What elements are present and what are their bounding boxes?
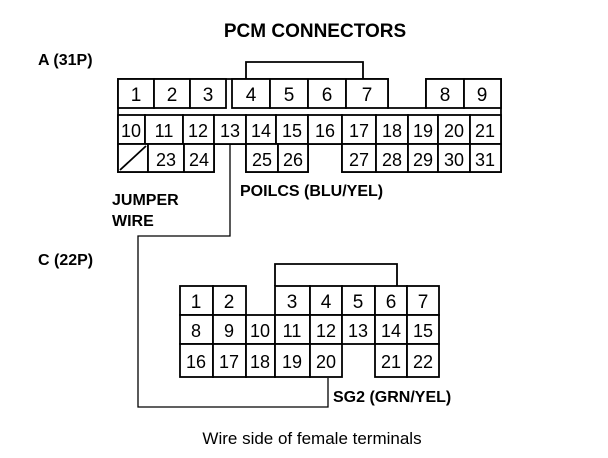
connector-a-cell-24 bbox=[183, 143, 215, 173]
connector-c-pin-3: 3 bbox=[287, 292, 298, 313]
connector-c-cell-12 bbox=[309, 314, 343, 345]
jumper-wire-label-line2: WIRE bbox=[112, 213, 154, 230]
connector-a-pin-25: 25 bbox=[252, 150, 272, 170]
connector-a-label: A (31P) bbox=[38, 52, 93, 69]
connector-c-pin-22: 22 bbox=[413, 352, 433, 372]
connector-a-row-2: 10 11 12 13 14 15 16 17 18 19 20 21 bbox=[117, 114, 502, 145]
connector-a-row-3: 23 24 25 26 27 28 29 30 31 bbox=[117, 143, 502, 173]
connector-a-pin-3: 3 bbox=[203, 85, 214, 106]
connector-c-row-1: 1 2 3 4 5 6 7 bbox=[179, 285, 440, 316]
connector-a-cell-30 bbox=[437, 143, 471, 173]
connector-a-cell-9 bbox=[463, 78, 502, 109]
connector-c-pin-11: 11 bbox=[283, 321, 302, 341]
connector-a-pin-27: 27 bbox=[349, 150, 369, 170]
connector-a-pin-23: 23 bbox=[156, 150, 176, 170]
connector-c-row-3: 16 17 18 19 20 21 22 bbox=[179, 343, 440, 378]
diagram-caption: Wire side of female terminals bbox=[202, 429, 421, 448]
connector-c-pin-7: 7 bbox=[418, 292, 429, 313]
connector-c-pin-20: 20 bbox=[316, 352, 336, 372]
connector-a-pin-5: 5 bbox=[284, 85, 295, 106]
connector-a-pin-2: 2 bbox=[167, 85, 178, 106]
connector-a-pin-1: 1 bbox=[131, 85, 142, 106]
connector-a-cell-3 bbox=[189, 78, 227, 109]
connector-a-pin-20: 20 bbox=[444, 121, 464, 141]
connector-c-cell-20 bbox=[309, 343, 343, 378]
connector-a-cell-14 bbox=[245, 114, 277, 145]
connector-a-pin-7: 7 bbox=[362, 85, 373, 106]
connector-a-pin-18: 18 bbox=[382, 121, 402, 141]
connector-a-pin-10: 10 bbox=[121, 121, 141, 141]
connector-a-lock-tab bbox=[245, 61, 364, 79]
connector-a-blank-slash bbox=[119, 145, 147, 171]
connector-c-pin-17: 17 bbox=[219, 352, 239, 372]
connector-a-row-1: 1 2 3 4 5 6 7 8 9 bbox=[117, 78, 502, 109]
jumper-wire-label-line1: JUMPER bbox=[112, 192, 179, 209]
connector-c-pin-14: 14 bbox=[381, 321, 401, 341]
poilcs-wire-label: POILCS (BLU/YEL) bbox=[240, 183, 383, 200]
connector-c-cell-8 bbox=[179, 314, 214, 345]
connector-c-pin-21: 21 bbox=[381, 352, 401, 372]
connector-a-pin-12: 12 bbox=[188, 121, 208, 141]
connector-a-pin-8: 8 bbox=[440, 85, 451, 106]
connector-c-label: C (22P) bbox=[38, 252, 93, 269]
connector-c-cell-22 bbox=[406, 343, 440, 378]
connector-a-pin-9: 9 bbox=[477, 85, 488, 106]
connector-c-pin-8: 8 bbox=[191, 321, 201, 341]
connector-c-cell-21 bbox=[374, 343, 408, 378]
connector-c-pin-18: 18 bbox=[250, 352, 270, 372]
connector-c-pin-12: 12 bbox=[316, 321, 336, 341]
connector-c-pin-19: 19 bbox=[282, 352, 302, 372]
connector-a-pin-6: 6 bbox=[322, 85, 333, 106]
connector-a-pin-30: 30 bbox=[444, 150, 464, 170]
connector-a-pin-14: 14 bbox=[251, 121, 271, 141]
connector-c-pin-1: 1 bbox=[191, 292, 202, 313]
diagram-title: PCM CONNECTORS bbox=[224, 21, 406, 42]
connector-a-cell-27 bbox=[341, 143, 377, 173]
connector-a-cell-23 bbox=[147, 143, 185, 173]
connector-c-pin-10: 10 bbox=[250, 321, 270, 341]
connector-c-pin-5: 5 bbox=[353, 292, 364, 313]
connector-a-pin-4: 4 bbox=[246, 85, 257, 106]
connector-a-pin-16: 16 bbox=[315, 121, 335, 141]
connector-a-pin-19: 19 bbox=[413, 121, 433, 141]
connector-a-pin-11: 11 bbox=[155, 121, 174, 141]
connector-a-pin-21: 21 bbox=[475, 121, 495, 141]
connector-a-pin-31: 31 bbox=[475, 150, 495, 170]
connector-a-pin-17: 17 bbox=[349, 121, 369, 141]
connector-c-cell-7 bbox=[406, 285, 440, 316]
connector-a-pin-29: 29 bbox=[413, 150, 433, 170]
connector-a-pin-13: 13 bbox=[220, 121, 240, 141]
connector-c-pin-2: 2 bbox=[224, 292, 235, 313]
connector-c-cell-19 bbox=[274, 343, 311, 378]
connector-c-pin-16: 16 bbox=[186, 352, 206, 372]
connector-c-pin-15: 15 bbox=[413, 321, 433, 341]
connector-a-pin-28: 28 bbox=[382, 150, 402, 170]
connector-a-pin-15: 15 bbox=[282, 121, 302, 141]
jumper-wire-line bbox=[137, 144, 329, 408]
connector-a-cell-15 bbox=[275, 114, 309, 145]
connector-c-cell-13 bbox=[341, 314, 376, 345]
connector-a-cell-11 bbox=[144, 114, 184, 145]
connector-a-cell-31 bbox=[469, 143, 502, 173]
sg2-wire-label: SG2 (GRN/YEL) bbox=[333, 389, 451, 406]
connector-c-pin-9: 9 bbox=[224, 321, 234, 341]
connector-c-pin-13: 13 bbox=[348, 321, 368, 341]
connector-a-pin-26: 26 bbox=[283, 150, 303, 170]
connector-c-pin-4: 4 bbox=[321, 292, 332, 313]
connector-c-pin-6: 6 bbox=[386, 292, 397, 313]
connector-c-cell-17 bbox=[212, 343, 247, 378]
connector-a-cell-26 bbox=[277, 143, 309, 173]
connector-a-pin-24: 24 bbox=[189, 150, 209, 170]
connector-c-row-2: 8 9 10 11 12 13 14 15 bbox=[179, 314, 440, 345]
connector-a-cell-16 bbox=[307, 114, 343, 145]
connector-a-cell-7 bbox=[345, 78, 389, 109]
connector-c-lock-tab bbox=[274, 263, 398, 286]
